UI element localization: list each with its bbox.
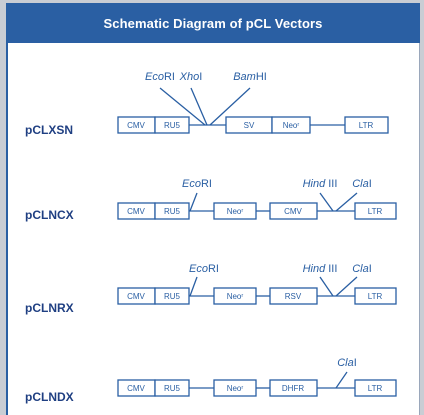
vector-row-pclnrx: pCLNRX CMV RU5 Neoʳ RSV LTR EcoRI Hind I… [25,263,397,315]
restriction-site-label: Hind III [303,263,338,275]
vector-name: pCLXSN [25,123,73,137]
segment-label: SV [244,121,255,130]
segment-label: Neoʳ [227,384,244,393]
segment-label: Neoʳ [227,207,244,216]
segment-label: RSV [285,292,302,301]
restriction-site-label: ClaI [337,357,357,369]
segment-label: CMV [284,207,302,216]
restriction-site-label: EcoRI [182,178,212,190]
segment-label: Neoʳ [283,121,300,130]
segment-label: DHFR [282,384,304,393]
segment-label: CMV [127,207,145,216]
diagram-panel [6,3,420,415]
vector-row-pclncx: pCLNCX CMV RU5 Neoʳ CMV LTR EcoRI Hind I… [25,178,397,222]
restriction-site-label: Hind III [303,178,338,190]
segment-label: LTR [368,292,383,301]
segment-label: RU5 [164,384,181,393]
segment-label: RU5 [164,207,181,216]
vector-name: pCLNCX [25,208,74,222]
segment-label: CMV [127,292,145,301]
restriction-site-label: ClaI [352,178,372,190]
segment-label: LTR [368,384,383,393]
restriction-site-label: XhoI [179,71,203,83]
segment-label: LTR [368,207,383,216]
vector-name: pCLNDX [25,390,74,404]
segment-label: RU5 [164,292,181,301]
segment-label: CMV [127,384,145,393]
segment-label: LTR [359,121,374,130]
restriction-site-label: EcoRI [189,263,219,275]
restriction-site-label: ClaI [352,263,372,275]
restriction-site-label: BamHI [233,71,267,83]
vector-row-pclndx: pCLNDX CMV RU5 Neoʳ DHFR LTR ClaI [25,357,397,404]
vector-row-pclxsn: pCLXSN CMV RU5 SV Neoʳ LTR EcoRI XhoI Ba… [25,71,389,137]
segment-label: RU5 [164,121,181,130]
vector-name: pCLNRX [25,301,74,315]
restriction-site-label: EcoRI [145,71,175,83]
segment-label: Neoʳ [227,292,244,301]
segment-label: CMV [127,121,145,130]
diagram-title: Schematic Diagram of pCL Vectors [103,15,323,31]
title-bar: Schematic Diagram of pCL Vectors [6,3,420,43]
